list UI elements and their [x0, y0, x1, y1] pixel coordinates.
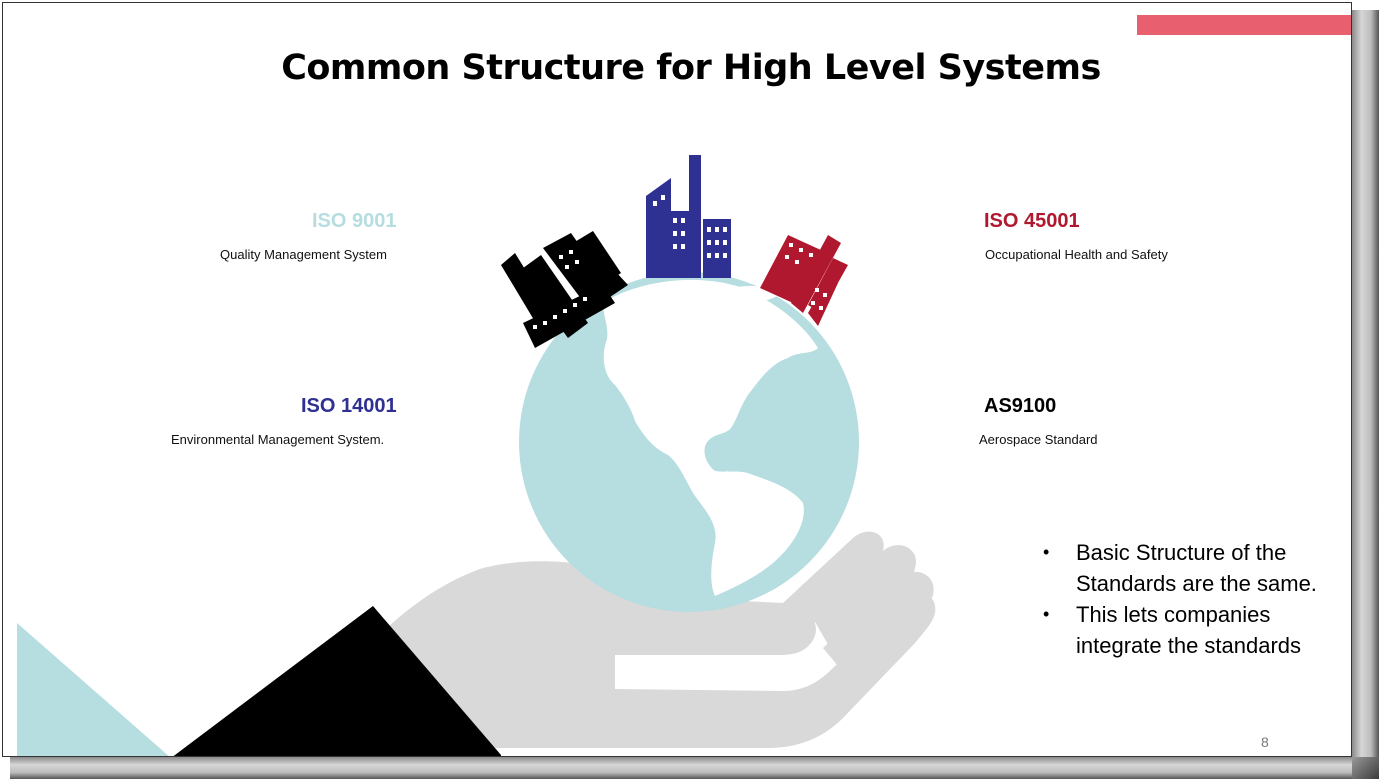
standard-desc-as9100: Aerospace Standard — [979, 432, 1098, 447]
standard-desc-iso-9001: Quality Management System — [220, 247, 387, 262]
city-buildings-icon-black — [501, 231, 628, 348]
slide-shadow-corner — [1352, 757, 1379, 779]
hand-icon — [333, 531, 936, 748]
bullet-item: This lets companies integrate the standa… — [1043, 599, 1323, 661]
standard-name-iso-45001: ISO 45001 — [984, 210, 1080, 232]
standard-desc-iso-14001: Environmental Management System. — [171, 432, 385, 447]
city-buildings-icon-red — [760, 235, 848, 326]
page-number: 8 — [1261, 734, 1269, 750]
standard-desc-iso-45001: Occupational Health and Safety — [985, 247, 1168, 262]
illustration — [17, 155, 936, 756]
slide-shadow-right — [1352, 10, 1379, 779]
bullet-item: Basic Structure of the Standards are the… — [1043, 537, 1323, 599]
slide-shadow-bottom — [10, 757, 1379, 779]
slide-title: Common Structure for High Level Systems — [281, 48, 1101, 88]
sleeve-shape — [173, 606, 501, 756]
accent-bar — [1137, 15, 1351, 35]
standard-name-iso-9001: ISO 9001 — [312, 210, 397, 232]
standard-name-as9100: AS9100 — [984, 395, 1057, 417]
city-buildings-icon-blue — [646, 155, 731, 278]
bullet-list: Basic Structure of the Standards are the… — [1043, 537, 1323, 661]
standard-name-iso-14001: ISO 14001 — [301, 395, 397, 417]
corner-triangle-teal — [17, 623, 169, 756]
slide-canvas: Common Structure for High Level Systems … — [2, 2, 1352, 757]
